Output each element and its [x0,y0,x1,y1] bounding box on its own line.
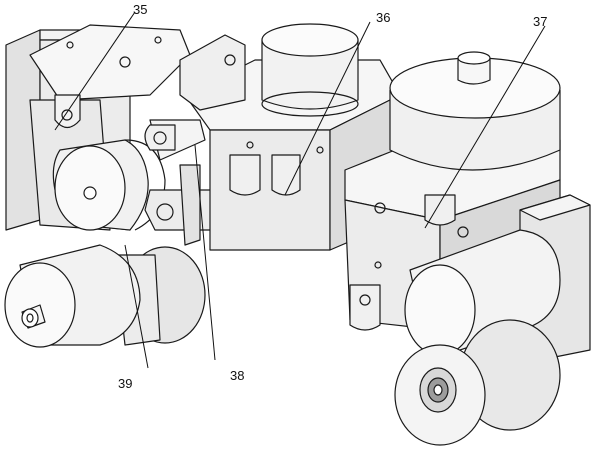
leader-35 [54,11,136,131]
leader-36 [284,21,371,196]
leader-38 [194,144,216,361]
label-38: 38 [230,368,244,383]
leader-39 [124,244,149,369]
label-37: 37 [533,14,547,29]
center-cylinder-motor [261,23,359,117]
leader-37 [424,25,546,229]
left-lower-motor [4,244,141,348]
middle-hinge-brackets [144,119,231,246]
label-39: 39 [118,376,132,391]
right-large-motor [389,51,561,171]
right-wheels [394,319,561,446]
label-35: 35 [133,2,147,17]
label-36: 36 [376,10,390,25]
left-upper-motor [52,139,166,231]
